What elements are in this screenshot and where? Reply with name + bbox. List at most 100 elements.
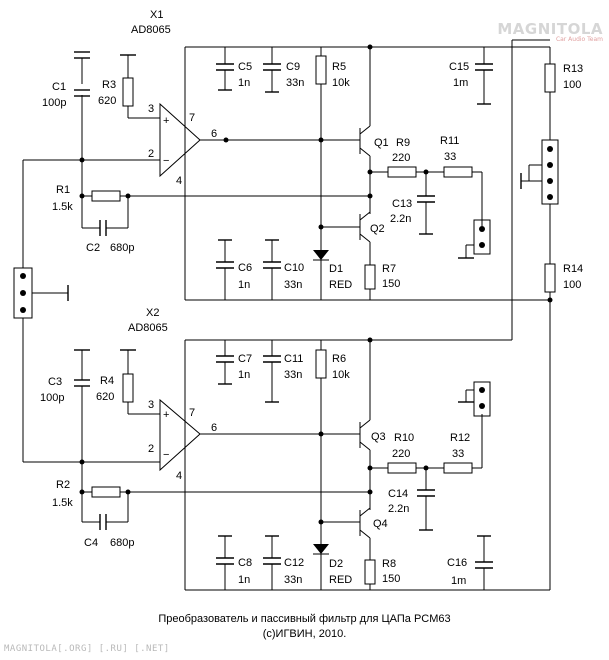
d1-value: RED xyxy=(329,279,352,291)
r11-resistor xyxy=(443,166,483,226)
x2-sign-minus: − xyxy=(163,449,169,461)
r9-value: 220 xyxy=(392,152,410,164)
c9-ref: C9 xyxy=(286,61,300,73)
c10-value: 33n xyxy=(284,279,302,291)
r1-feedback-resistor xyxy=(79,160,373,202)
r12-ref: R12 xyxy=(450,432,470,444)
logo-subtitle: Car Audio Team xyxy=(555,36,603,43)
r11-value: 33 xyxy=(444,151,456,163)
diagram-copyright: (c)ИГВИН, 2010. xyxy=(262,628,347,640)
output-connector-bottom xyxy=(458,381,491,417)
c1-value: 100p xyxy=(42,97,66,109)
c2-capacitor xyxy=(81,196,129,236)
x2-pin-vn: 4 xyxy=(176,470,182,482)
r8-resistor xyxy=(364,559,376,590)
q4-ref: Q4 xyxy=(373,518,388,530)
r5-value: 10k xyxy=(332,77,350,89)
c7-value: 1n xyxy=(238,369,250,381)
r13-ref: R13 xyxy=(563,63,583,75)
c15-value: 1m xyxy=(453,77,468,89)
r6-value: 10k xyxy=(332,369,350,381)
c6-capacitor xyxy=(216,239,234,300)
r14-value: 100 xyxy=(563,279,581,291)
x2-pin-minus: 2 xyxy=(148,443,154,455)
x1-ref: X1 xyxy=(150,9,163,21)
r4-value: 620 xyxy=(96,391,114,403)
d1-ref: D1 xyxy=(329,263,343,275)
x1-pin-out: 6 xyxy=(211,128,217,140)
x2-pin-vp: 7 xyxy=(189,407,195,419)
output-connector-top xyxy=(458,219,491,259)
c13-ref: C13 xyxy=(392,198,412,210)
q1-transistor xyxy=(359,44,373,214)
r14-ref: R14 xyxy=(563,263,583,275)
opamp-x1 xyxy=(82,47,360,178)
q1-ref: Q1 xyxy=(374,137,389,149)
c5-value: 1n xyxy=(238,77,250,89)
c7-capacitor xyxy=(216,340,234,385)
r9-resistor xyxy=(367,166,444,178)
c3-ref: C3 xyxy=(48,376,62,388)
c2-value: 680p xyxy=(110,242,134,254)
opamp-x2 xyxy=(23,340,360,472)
d1-diode xyxy=(313,250,329,300)
x2-pin-plus: 3 xyxy=(148,399,154,411)
top-channel: C1 100p R3 620 X1 AD8065 3 2 6 7 4 + − xyxy=(42,9,583,590)
c16-ref: C16 xyxy=(447,557,467,569)
r4-resistor xyxy=(120,349,160,415)
c8-ref: C8 xyxy=(238,557,252,569)
d2-diode xyxy=(313,544,329,590)
c15-capacitor xyxy=(475,47,493,105)
r9-ref: R9 xyxy=(396,137,410,149)
r10-ref: R10 xyxy=(394,432,414,444)
c5-capacitor xyxy=(216,47,234,91)
d2-ref: D2 xyxy=(329,558,343,570)
c1-capacitor xyxy=(74,51,90,163)
q4-transistor xyxy=(321,507,371,560)
q3-ref: Q3 xyxy=(371,431,386,443)
r2-ref: R2 xyxy=(56,479,70,491)
r7-resistor xyxy=(364,264,376,300)
c10-ref: C10 xyxy=(284,262,304,274)
c9-capacitor xyxy=(263,47,281,93)
c4-capacitor xyxy=(81,492,129,530)
r7-ref: R7 xyxy=(382,263,396,275)
r12-value: 33 xyxy=(452,448,464,460)
r1-value: 1.5k xyxy=(52,201,73,213)
c16-capacitor xyxy=(475,535,493,590)
d2-value: RED xyxy=(329,574,352,586)
magnitola-logo: MAGNITOLA Car Audio Team xyxy=(497,20,603,43)
c12-value: 33n xyxy=(284,574,302,586)
x1-part: AD8065 xyxy=(131,24,171,36)
c14-capacitor xyxy=(417,468,435,531)
r14-resistor xyxy=(544,204,556,590)
x1-pin-plus: 3 xyxy=(148,103,154,115)
c16-value: 1m xyxy=(451,575,466,587)
c1-ref: C1 xyxy=(52,81,66,93)
x2-pin-out: 6 xyxy=(211,422,217,434)
c3-value: 100p xyxy=(40,392,64,404)
x2-sign-plus: + xyxy=(163,409,169,421)
x2-part: AD8065 xyxy=(128,322,168,334)
c12-capacitor xyxy=(263,535,281,590)
r6-resistor xyxy=(315,340,327,544)
r1-ref: R1 xyxy=(56,184,70,196)
c11-value: 33n xyxy=(284,369,302,381)
c11-ref: C11 xyxy=(284,353,303,365)
c14-value: 2.2n xyxy=(388,503,409,515)
bottom-channel: C3 100p R4 620 X2 AD8065 3 2 6 7 4 + − xyxy=(23,307,550,591)
q3-transistor xyxy=(359,337,373,510)
r2-value: 1.5k xyxy=(52,497,73,509)
c5-ref: C5 xyxy=(238,61,252,73)
r11-ref: R11 xyxy=(440,135,459,147)
diagram-caption: Преобразователь и пассивный фильтр для Ц… xyxy=(158,613,451,625)
x2-ref: X2 xyxy=(146,307,159,319)
x1-pin-vp: 7 xyxy=(189,112,195,124)
c11-capacitor xyxy=(263,340,281,403)
x1-sign-plus: + xyxy=(163,115,169,127)
r2-feedback-resistor xyxy=(79,462,373,498)
r8-ref: R8 xyxy=(382,558,396,570)
c12-ref: C12 xyxy=(284,557,304,569)
c13-value: 2.2n xyxy=(390,213,411,225)
